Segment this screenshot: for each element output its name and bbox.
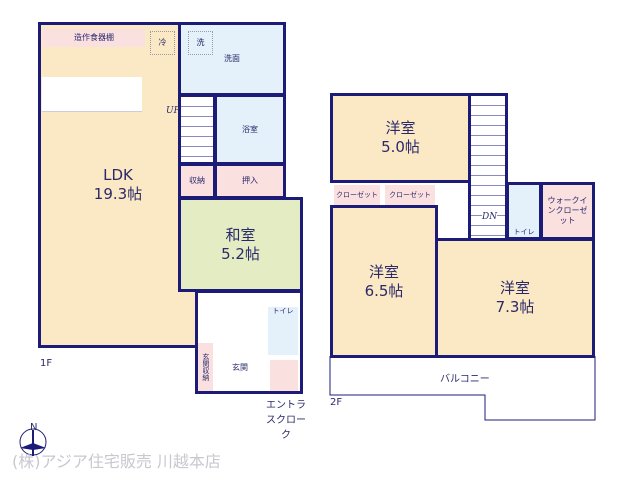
room-6-5-size: 6.5帖 xyxy=(364,281,404,300)
closet-2: クローゼット xyxy=(385,185,435,205)
genkan-storage: 玄関収納 xyxy=(198,343,213,391)
watermark: (株)アジア住宅販売 川越本店 xyxy=(12,452,221,471)
ldk-name: LDK xyxy=(103,166,133,185)
room-7-3-size: 7.3帖 xyxy=(495,298,535,316)
dn-label: DN xyxy=(482,212,498,222)
washitsu-size: 5.2帖 xyxy=(221,244,260,263)
storage: 収納 xyxy=(178,163,216,199)
kitchen-counter xyxy=(42,77,142,112)
floor1-label: 1F xyxy=(40,358,53,369)
room-5-0-name: 洋室 xyxy=(385,119,416,138)
floor2-label: 2F xyxy=(330,397,343,408)
room-7-3-name: 洋室 xyxy=(499,279,530,298)
up-label: UP xyxy=(166,106,180,116)
room-5-0-size: 5.0帖 xyxy=(381,138,420,156)
washitsu-name: 和室 xyxy=(225,225,256,244)
room-7-3: 洋室 7.3帖 xyxy=(435,238,595,358)
entrance-cloak xyxy=(270,360,298,391)
fridge: 冷 xyxy=(150,31,175,55)
compass-icon xyxy=(19,428,47,456)
balcony-label: バルコニー xyxy=(440,374,490,385)
room-5-0: 洋室 5.0帖 xyxy=(330,93,471,183)
washer: 洗 xyxy=(188,31,213,55)
washroom: 洗面 xyxy=(178,22,286,96)
room-6-5-name: 洋室 xyxy=(368,262,399,281)
washitsu: 和室 5.2帖 xyxy=(178,197,303,292)
ldk: LDK 19.3帖 xyxy=(38,22,198,348)
cupboard: 造作食器棚 xyxy=(43,29,145,47)
toilet-1f: トイレ xyxy=(268,307,298,355)
compass-n: N xyxy=(30,422,38,433)
ldk-size: 19.3帖 xyxy=(93,185,143,203)
walk-in-closet: ウォークインクローゼット xyxy=(540,182,595,240)
genkan: 玄関 xyxy=(232,363,248,372)
closet-1: クローゼット xyxy=(334,185,380,205)
washroom-label: 洗面 xyxy=(224,54,240,63)
entrance-cloak-label: エントラスクローク xyxy=(266,400,306,441)
